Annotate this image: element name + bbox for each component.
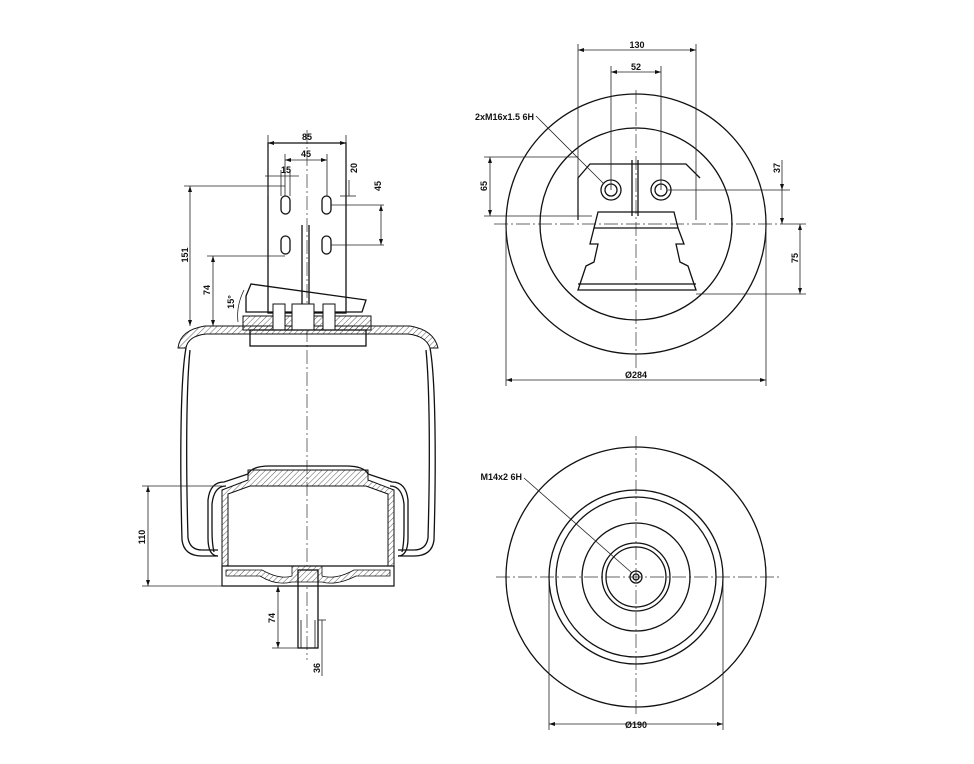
base-ring-inner	[605, 546, 667, 608]
angled-wedge	[245, 283, 367, 313]
top-nut	[322, 303, 336, 331]
dim-dia-190: Ø190	[625, 720, 647, 730]
bottom-view	[496, 436, 780, 716]
dim-151: 151	[180, 247, 190, 262]
bottom-thread-leader	[523, 477, 633, 574]
dim-45-side: 45	[373, 181, 383, 191]
dim-74-top: 74	[202, 285, 212, 295]
thread-label-bottom: M14x2 6H	[480, 472, 522, 482]
dim-20: 20	[349, 163, 359, 173]
stud-hole-inner	[632, 573, 640, 581]
dim-45-top: 45	[301, 149, 311, 159]
bottom-outer-circle	[505, 446, 767, 708]
bellow-left-outer	[180, 347, 218, 557]
piston-inner-circle	[555, 496, 717, 658]
stud-hole-outer	[629, 570, 643, 584]
rolling-lobe	[207, 465, 409, 557]
dim-65: 65	[479, 181, 489, 191]
dim-52: 52	[631, 62, 641, 72]
piston-base-hatch	[225, 565, 391, 584]
inner-plate-circle	[539, 127, 733, 321]
inner-sleeve	[249, 329, 367, 347]
dim-37: 37	[772, 163, 782, 173]
side-view	[177, 130, 439, 660]
top-nut	[272, 303, 286, 331]
bellow-right-outer	[398, 347, 436, 557]
wedge-profile	[577, 227, 697, 291]
dim-110: 110	[137, 530, 147, 545]
bellow-left-inner	[186, 349, 218, 551]
lobe-inner-right	[389, 485, 405, 553]
dim-dia-284: Ø284	[625, 370, 647, 380]
slot-hole	[321, 195, 332, 215]
lobe-inner-left	[211, 485, 227, 553]
thread-leader	[535, 115, 605, 185]
top-view-dimensions: 130 52 2xM16x1.5 6H 65 37 75	[475, 40, 806, 386]
stud-threads	[300, 620, 316, 648]
base-ring-outer	[581, 522, 691, 632]
bottom-view-dimensions: M14x2 6H Ø190	[480, 472, 724, 730]
dim-130: 130	[629, 40, 644, 50]
slot-hole	[280, 195, 291, 215]
slot-hole	[280, 235, 291, 255]
dim-15: 15	[281, 165, 291, 175]
dim-75: 75	[790, 253, 800, 263]
bellow-right-inner	[398, 349, 430, 551]
dim-85: 85	[302, 132, 312, 142]
slot-hole	[321, 235, 332, 255]
dim-15-deg: 15°	[226, 295, 236, 309]
center-pin	[291, 303, 315, 331]
thread-label-top: 2xM16x1.5 6H	[475, 112, 534, 122]
base-ring-middle	[601, 542, 671, 612]
side-view-dimensions: 85 45 15 20 45 151 74	[137, 132, 384, 676]
dim-36: 36	[312, 663, 322, 673]
bottom-stud	[297, 569, 319, 649]
dim-74-stud: 74	[267, 613, 277, 623]
top-view	[494, 90, 780, 368]
bracket-slots	[280, 195, 332, 255]
